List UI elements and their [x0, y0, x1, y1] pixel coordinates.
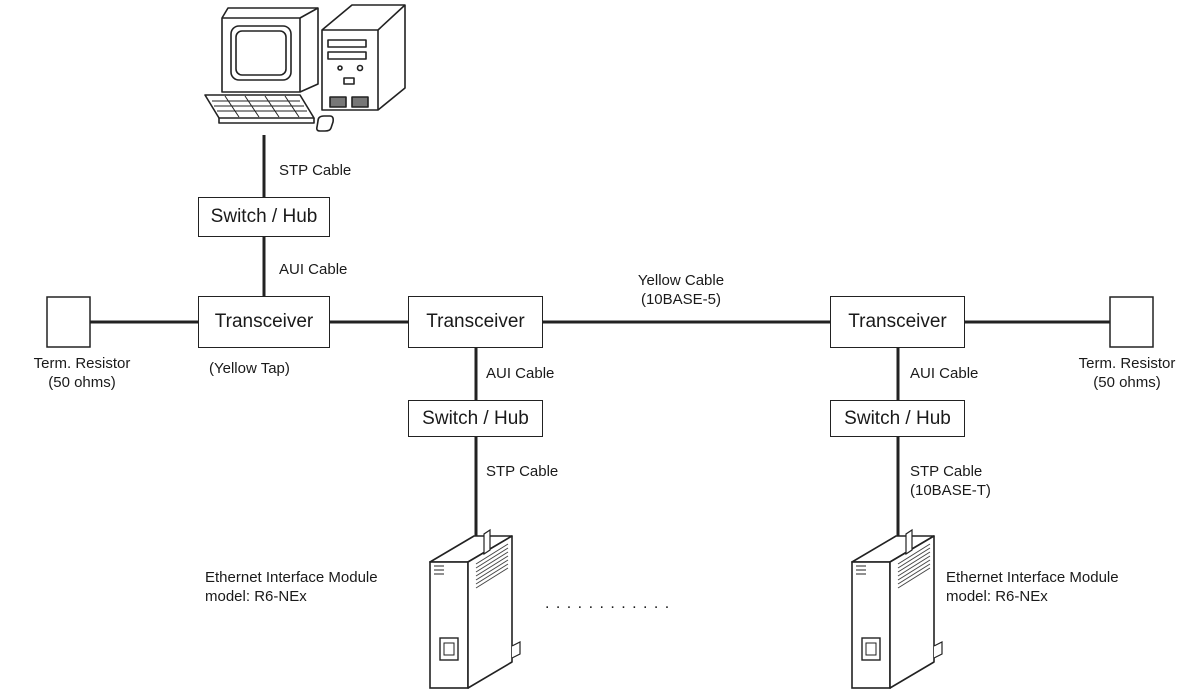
yellow-cable-name: Yellow Cable — [637, 272, 725, 289]
module-model: model: R6-NEx — [946, 588, 1048, 605]
stp-cable-spec: (10BASE-T) — [910, 482, 991, 499]
term-resistor-value: (50 ohms) — [1093, 374, 1161, 391]
module-name: Ethernet Interface Module — [946, 569, 1119, 586]
term-resistor-name: Term. Resistor — [33, 355, 131, 372]
switch-hub-middle: Switch / Hub — [408, 400, 543, 437]
transceiver-label: Transceiver — [426, 311, 525, 332]
term-resistor-label-left: Term. Resistor (50 ohms) — [12, 354, 152, 392]
module-icon-left — [429, 528, 521, 689]
switch-hub-top: Switch / Hub — [198, 197, 330, 237]
yellow-cable-spec: (10BASE-5) — [640, 291, 722, 308]
transceiver-left: Transceiver — [198, 296, 330, 348]
module-label-left: Ethernet Interface Module model: R6-NEx — [205, 568, 378, 606]
term-resistor-name: Term. Resistor — [1078, 355, 1176, 372]
transceiver-middle: Transceiver — [408, 296, 543, 348]
yellow-tap-label: (Yellow Tap) — [209, 360, 290, 377]
cable-lines — [90, 135, 1110, 540]
switch-hub-right: Switch / Hub — [830, 400, 965, 437]
term-resistor-left — [46, 296, 91, 348]
module-label-right: Ethernet Interface Module model: R6-NEx — [946, 568, 1119, 606]
transceiver-label: Transceiver — [848, 311, 947, 332]
stp-cable-name: STP Cable — [910, 463, 983, 480]
aui-cable-label-right: AUI Cable — [910, 365, 979, 382]
term-resistor-label-right: Term. Resistor (50 ohms) — [1059, 354, 1195, 392]
aui-cable-label-middle: AUI Cable — [486, 365, 555, 382]
stp-cable-label-middle: STP Cable — [486, 463, 559, 480]
term-resistor-value: (50 ohms) — [48, 374, 116, 391]
stp-cable-label-top: STP Cable — [279, 162, 352, 179]
transceiver-right: Transceiver — [830, 296, 965, 348]
computer-icon — [204, 4, 406, 132]
aui-cable-label-left: AUI Cable — [279, 261, 348, 278]
switch-hub-label: Switch / Hub — [210, 206, 318, 227]
stp-cable-label-right: STP Cable (10BASE-T) — [910, 462, 991, 500]
continuation-dots: . . . . . . . . . . . . — [545, 595, 671, 612]
module-model: model: R6-NEx — [205, 588, 307, 605]
transceiver-label: Transceiver — [214, 311, 314, 332]
switch-hub-label: Switch / Hub — [844, 407, 951, 429]
yellow-cable-label: Yellow Cable (10BASE-5) — [606, 271, 756, 309]
module-icon-right — [851, 528, 943, 689]
term-resistor-right — [1109, 296, 1154, 348]
module-name: Ethernet Interface Module — [205, 569, 378, 586]
switch-hub-label: Switch / Hub — [422, 407, 529, 429]
